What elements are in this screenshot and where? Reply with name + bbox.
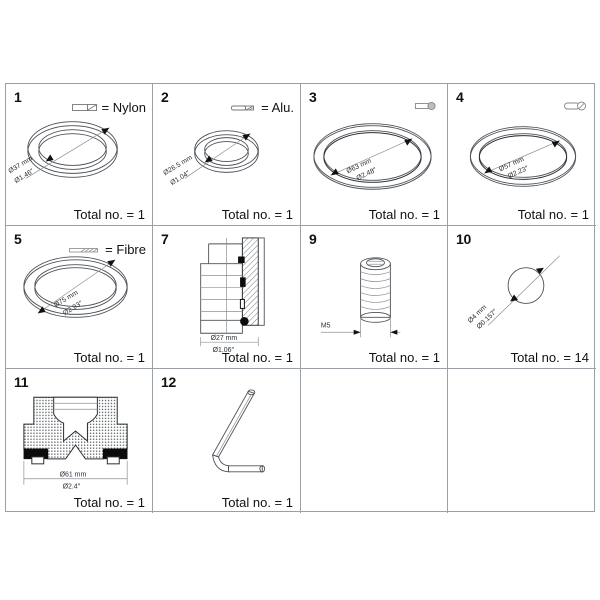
- item-number: 7: [161, 231, 169, 247]
- item-number: 9: [309, 231, 317, 247]
- item-number: 10: [456, 231, 471, 247]
- material-legend-alu: = Alu.: [231, 100, 294, 115]
- dim-mm: Ø27 mm: [211, 335, 238, 342]
- item-number: 2: [161, 89, 169, 105]
- fibre-bar-icon: [69, 245, 101, 255]
- material-legend-label: = Fibre: [105, 242, 146, 257]
- material-legend-oring: [564, 100, 590, 112]
- part-cell-12[interactable]: 12 Total no. = 1: [153, 369, 301, 513]
- total-count: Total no. = 1: [368, 207, 440, 222]
- dim-mm: Ø61 mm: [60, 472, 87, 479]
- part-cell-empty-2: [448, 369, 596, 513]
- total-count: Total no. = 1: [221, 350, 293, 365]
- hatched-bar-icon: [71, 102, 98, 113]
- material-legend-fibre: = Fibre: [69, 242, 146, 257]
- part-cell-2[interactable]: 2 = Alu.: [153, 84, 301, 226]
- material-legend-label: = Alu.: [261, 100, 294, 115]
- part-cell-10[interactable]: 10 Ø4 mm Ø0.157″ Total no. = 14: [448, 226, 596, 369]
- part-drawing-nipple: Ø27 mm Ø1.06″: [153, 226, 300, 368]
- material-legend-nylon: = Nylon: [71, 100, 146, 115]
- total-count: Total no. = 1: [368, 350, 440, 365]
- total-count: Total no. = 1: [73, 207, 145, 222]
- dim-in: Ø2.93″: [62, 300, 84, 317]
- part-drawing-seat-section: Ø61 mm Ø2.4″: [6, 369, 152, 513]
- dim-in: Ø1.04″: [169, 170, 191, 187]
- dim-mm: Ø37 mm: [7, 155, 34, 175]
- dim-in: Ø2.23″: [507, 165, 530, 180]
- total-count: Total no. = 1: [73, 350, 145, 365]
- dim-in: Ø0.157″: [476, 308, 499, 331]
- item-number: 5: [14, 231, 22, 247]
- dim-in: Ø1.46″: [13, 168, 35, 185]
- total-count: Total no. = 1: [517, 207, 589, 222]
- part-drawing-ball: Ø4 mm Ø0.157″: [448, 226, 596, 368]
- total-count: Total no. = 1: [221, 207, 293, 222]
- part-cell-7[interactable]: 7: [153, 226, 301, 369]
- dim-mm: Ø63 mm: [346, 158, 373, 176]
- parts-table: 1 = Nylon Ø37 mm: [5, 83, 596, 513]
- total-count: Total no. = 1: [221, 495, 293, 510]
- dim-mm: Ø57 mm: [498, 156, 525, 173]
- oring-round-icon: [564, 100, 590, 112]
- total-count: Total no. = 14: [510, 350, 589, 365]
- part-cell-3[interactable]: 3 Ø63 mm Ø2.48″: [301, 84, 448, 226]
- oring-bar-icon: [415, 100, 441, 112]
- material-legend-label: = Nylon: [101, 100, 146, 115]
- item-number: 1: [14, 89, 22, 105]
- part-cell-1[interactable]: 1 = Nylon Ø37 mm: [6, 84, 153, 226]
- part-drawing-allen-key: [153, 369, 300, 513]
- item-number: 4: [456, 89, 464, 105]
- item-number: 12: [161, 374, 176, 390]
- part-drawing-grub-screw: M5: [301, 226, 447, 368]
- dim-mm: Ø26.5 mm: [162, 154, 194, 177]
- part-cell-11[interactable]: 11: [6, 369, 153, 513]
- dim-mm: Ø4 mm: [467, 304, 488, 325]
- dim-in: Ø2.4″: [63, 484, 81, 491]
- item-number: 11: [14, 374, 29, 390]
- alu-bar-icon: [231, 102, 257, 113]
- part-cell-empty-1: [301, 369, 448, 513]
- part-cell-5[interactable]: 5 = Fibre: [6, 226, 153, 369]
- material-legend-oring: [415, 100, 441, 112]
- dim-mm: Ø75 mm: [53, 289, 80, 309]
- part-cell-4[interactable]: 4 Ø57 mm Ø2.23″: [448, 84, 596, 226]
- item-number: 3: [309, 89, 317, 105]
- part-cell-9[interactable]: 9: [301, 226, 448, 369]
- dim-thread: M5: [321, 322, 331, 329]
- total-count: Total no. = 1: [73, 495, 145, 510]
- dim-in: Ø2.48″: [356, 167, 379, 183]
